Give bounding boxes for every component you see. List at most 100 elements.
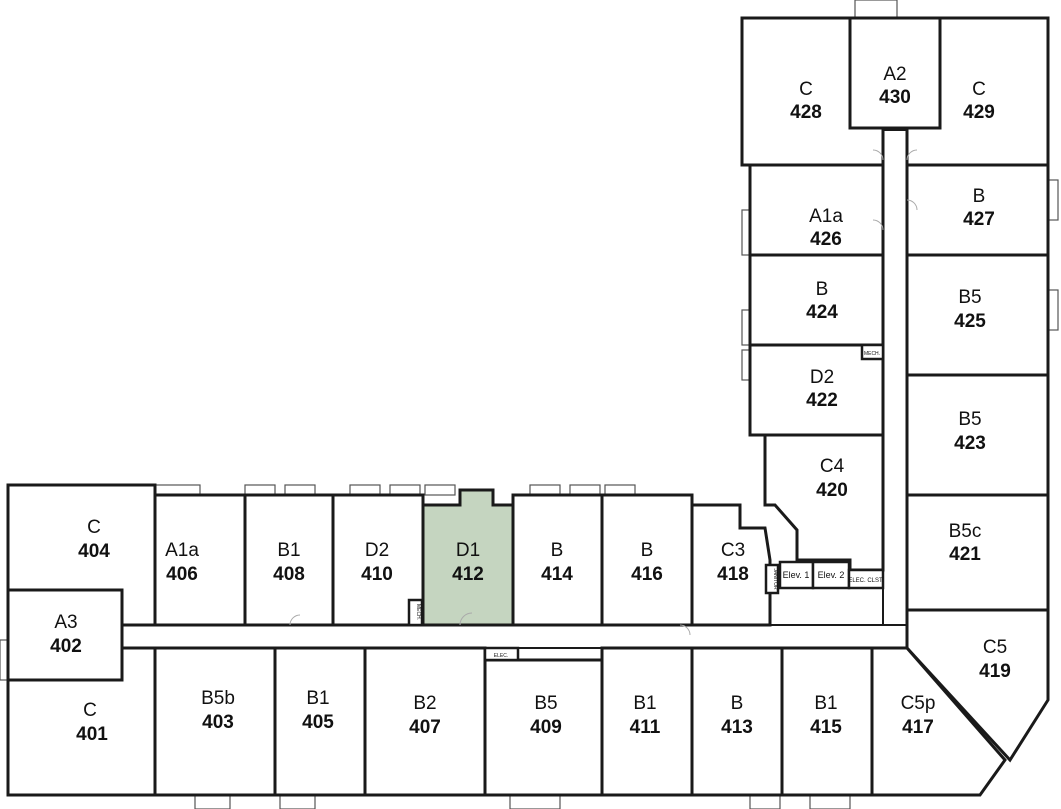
svg-text:B5: B5 xyxy=(534,693,557,714)
elevator-1 xyxy=(778,560,815,590)
svg-text:420: 420 xyxy=(816,480,848,501)
svg-text:B1: B1 xyxy=(814,693,837,714)
svg-text:410: 410 xyxy=(361,564,393,585)
svg-text:404: 404 xyxy=(78,541,110,562)
unit-430[interactable] xyxy=(848,16,942,130)
svg-text:423: 423 xyxy=(954,433,986,454)
unit-419[interactable] xyxy=(905,608,1050,763)
unit-411[interactable] xyxy=(600,646,694,797)
unit-424[interactable] xyxy=(748,253,885,347)
svg-text:428: 428 xyxy=(790,102,822,123)
svg-text:415: 415 xyxy=(810,717,842,738)
unit-416[interactable] xyxy=(600,493,694,627)
unit-408[interactable] xyxy=(243,493,335,627)
svg-text:C5p: C5p xyxy=(901,693,936,714)
svg-text:A1a: A1a xyxy=(165,540,199,561)
svg-text:412: 412 xyxy=(452,564,484,585)
corridor-vertical xyxy=(882,129,908,649)
unit-427[interactable] xyxy=(905,163,1050,257)
unit-417[interactable] xyxy=(870,646,1007,797)
svg-text:MECH.: MECH. xyxy=(415,604,421,620)
svg-text:B: B xyxy=(551,540,564,561)
svg-text:B5b: B5b xyxy=(201,688,235,709)
svg-text:Elev. 1: Elev. 1 xyxy=(783,570,810,580)
svg-text:ELEC. CLST.: ELEC. CLST. xyxy=(848,578,884,584)
svg-text:B: B xyxy=(816,279,829,300)
svg-text:430: 430 xyxy=(879,87,911,108)
svg-text:JANITOR: JANITOR xyxy=(772,568,778,590)
svg-text:427: 427 xyxy=(963,209,995,230)
svg-text:408: 408 xyxy=(273,564,305,585)
svg-text:A2: A2 xyxy=(883,64,906,85)
doors xyxy=(289,149,918,636)
svg-text:402: 402 xyxy=(50,636,82,657)
svg-text:421: 421 xyxy=(949,544,981,565)
svg-text:A3: A3 xyxy=(54,612,77,633)
unit-420[interactable] xyxy=(763,433,885,572)
svg-text:413: 413 xyxy=(721,717,753,738)
svg-text:C3: C3 xyxy=(721,540,745,561)
svg-text:C4: C4 xyxy=(820,456,845,477)
svg-text:424: 424 xyxy=(806,302,838,323)
svg-text:407: 407 xyxy=(409,717,441,738)
unit-414[interactable] xyxy=(511,493,604,627)
unit-413[interactable] xyxy=(690,646,784,797)
svg-text:409: 409 xyxy=(530,717,562,738)
svg-text:D2: D2 xyxy=(365,540,389,561)
svg-text:B: B xyxy=(731,693,744,714)
svg-text:422: 422 xyxy=(806,390,838,411)
janitor-closet xyxy=(764,563,780,595)
svg-text:C: C xyxy=(972,79,986,100)
svg-text:418: 418 xyxy=(717,564,749,585)
svg-text:425: 425 xyxy=(954,311,986,332)
unit-407[interactable] xyxy=(363,646,487,797)
mech-room-bottom xyxy=(407,598,424,627)
svg-text:C5: C5 xyxy=(983,637,1007,658)
unit-405[interactable] xyxy=(273,646,367,797)
svg-text:419: 419 xyxy=(979,661,1011,682)
svg-text:B1: B1 xyxy=(306,688,329,709)
svg-text:414: 414 xyxy=(541,564,573,585)
svg-text:D1: D1 xyxy=(456,540,480,561)
svg-text:B2: B2 xyxy=(413,693,436,714)
svg-text:A1a: A1a xyxy=(809,206,843,227)
units xyxy=(6,16,1050,797)
svg-text:B1: B1 xyxy=(633,693,656,714)
svg-text:C: C xyxy=(799,79,813,100)
svg-text:B: B xyxy=(973,186,986,207)
unit-412[interactable] xyxy=(421,488,515,627)
corridor-horizontal xyxy=(121,624,908,649)
svg-text:429: 429 xyxy=(963,102,995,123)
unit-426[interactable] xyxy=(748,163,885,257)
svg-text:406: 406 xyxy=(166,564,198,585)
unit-402[interactable] xyxy=(6,588,124,682)
svg-text:401: 401 xyxy=(76,724,108,745)
svg-text:426: 426 xyxy=(810,229,842,250)
svg-text:Elev. 2: Elev. 2 xyxy=(818,570,845,580)
svg-text:C: C xyxy=(87,517,101,538)
svg-text:ELEC.: ELEC. xyxy=(494,653,508,659)
svg-text:B5: B5 xyxy=(958,287,981,308)
svg-text:417: 417 xyxy=(902,717,934,738)
elec-closet xyxy=(847,568,885,590)
svg-text:411: 411 xyxy=(630,717,661,738)
svg-text:B5c: B5c xyxy=(949,521,982,542)
elevator-2 xyxy=(811,560,851,590)
unit-409[interactable] xyxy=(483,658,604,797)
svg-text:D2: D2 xyxy=(810,367,834,388)
unit-425[interactable] xyxy=(905,253,1050,377)
unit-421[interactable] xyxy=(905,493,1050,612)
svg-text:405: 405 xyxy=(302,712,334,733)
unit-423[interactable] xyxy=(905,373,1050,497)
svg-text:B: B xyxy=(641,540,654,561)
svg-text:B5: B5 xyxy=(958,409,981,430)
svg-text:416: 416 xyxy=(631,564,663,585)
unit-418[interactable] xyxy=(690,503,772,627)
svg-text:C: C xyxy=(83,700,97,721)
svg-text:B1: B1 xyxy=(277,540,300,561)
svg-text:MECH.: MECH. xyxy=(864,351,880,357)
service-rooms: Elev. 1 Elev. 2 ELEC. CLST. JANITOR MECH… xyxy=(407,343,885,662)
elec-room xyxy=(483,646,520,662)
